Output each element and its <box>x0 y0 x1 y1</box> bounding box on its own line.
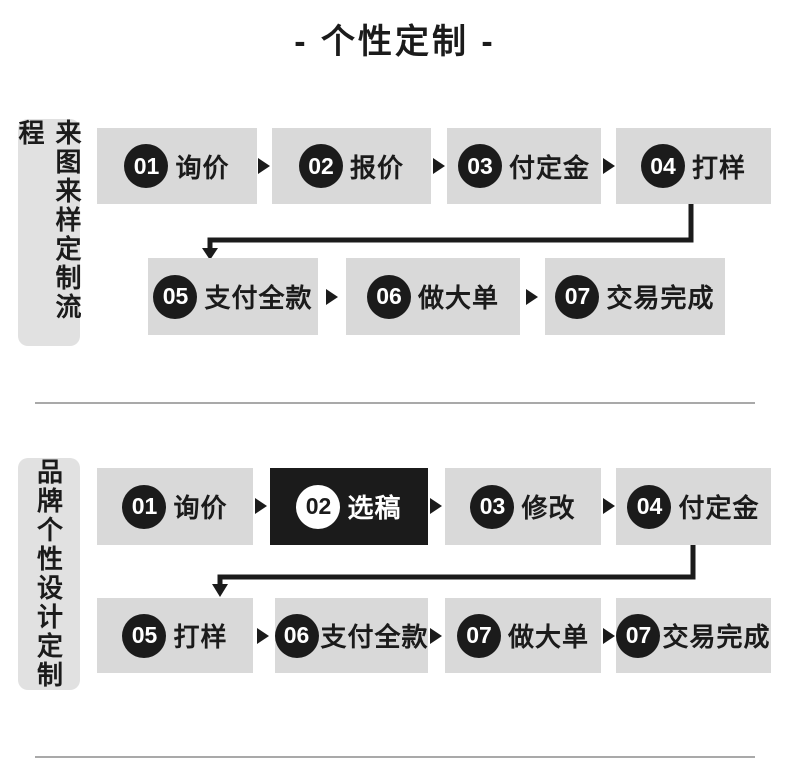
flow-step-s2-04: 04 付定金 <box>616 468 771 545</box>
step-label: 付定金 <box>678 493 760 523</box>
arrow-right-icon <box>433 158 445 174</box>
section-divider <box>35 402 755 404</box>
step-number-badge: 06 <box>274 613 319 658</box>
flow-step-s2-02-highlighted: 02 选稿 <box>270 468 428 545</box>
step-label: 报价 <box>349 152 404 183</box>
arrow-right-icon <box>430 498 442 514</box>
flow-step-s1-01: 01 询价 <box>97 128 257 204</box>
step-label: 交易完成 <box>606 283 715 313</box>
step-label: 付定金 <box>508 152 590 183</box>
flow-step-s2-07: 07 做大单 <box>445 598 601 673</box>
flow-step-s2-01: 01 询价 <box>97 468 253 545</box>
flow-step-s1-06: 06 做大单 <box>346 258 520 335</box>
step-label: 支付全款 <box>320 622 429 652</box>
step-label: 打样 <box>691 152 746 183</box>
step-number-badge: 07 <box>555 274 600 319</box>
step-number-badge: 07 <box>456 613 501 658</box>
arrow-right-icon <box>255 498 267 514</box>
arrow-right-icon <box>258 158 270 174</box>
step-label: 做大单 <box>417 283 499 313</box>
step-label: 选稿 <box>347 493 402 523</box>
flow-step-s1-05: 05 支付全款 <box>148 258 318 335</box>
flow-step-s1-03: 03 付定金 <box>447 128 601 204</box>
step-label: 询价 <box>173 493 228 523</box>
step-number-badge: 05 <box>122 613 167 658</box>
step-number-badge: 06 <box>366 274 411 319</box>
step-label: 询价 <box>175 152 230 183</box>
step-label: 交易完成 <box>662 622 771 652</box>
arrow-right-icon <box>603 628 615 644</box>
arrow-right-icon <box>603 158 615 174</box>
flow-step-s1-04: 04 打样 <box>616 128 771 204</box>
page-title: - 个性定制 - <box>294 23 496 61</box>
flow-step-s2-05: 05 打样 <box>97 598 253 673</box>
step-number-badge: 04 <box>627 484 672 529</box>
step-number-badge: 07 <box>616 613 661 658</box>
step-label: 打样 <box>173 622 228 652</box>
arrow-right-icon <box>603 498 615 514</box>
step-number-badge: 03 <box>470 484 515 529</box>
flow-step-s1-07: 07 交易完成 <box>545 258 725 335</box>
arrow-right-icon <box>257 628 269 644</box>
section-divider <box>35 756 755 758</box>
step-number-badge: 02 <box>298 144 343 188</box>
step-label: 支付全款 <box>204 283 313 313</box>
section2-vertical-label: 品牌个性设计定制 <box>18 458 80 690</box>
step-number-badge: 04 <box>640 144 685 188</box>
section1-vertical-label: 来图来样定制流程 <box>15 119 82 346</box>
flow-step-s1-02: 02 报价 <box>272 128 431 204</box>
arrow-right-icon <box>526 289 538 305</box>
step-number-badge: 03 <box>457 144 502 188</box>
arrow-right-icon <box>430 628 442 644</box>
step-label: 做大单 <box>507 622 589 652</box>
flow-step-s2-03: 03 修改 <box>445 468 601 545</box>
flow-step-s2-06: 06 支付全款 <box>274 598 429 673</box>
arrow-right-icon <box>326 289 338 305</box>
step-number-badge: 01 <box>124 144 169 188</box>
step-number-badge: 02 <box>296 484 341 529</box>
step-number-badge: 01 <box>122 484 167 529</box>
step-label: 修改 <box>521 493 576 523</box>
step-number-badge: 05 <box>153 274 198 319</box>
flow-step-s2-08: 07 交易完成 <box>616 598 771 673</box>
